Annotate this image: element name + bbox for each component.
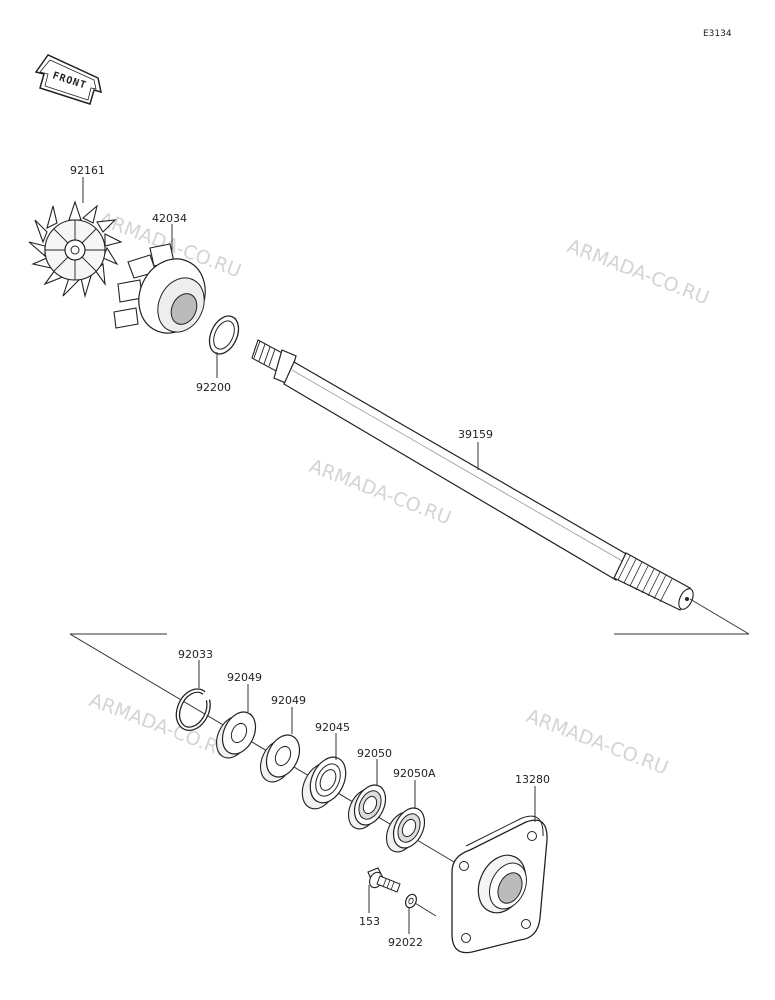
bearing-plate-icon [451,815,548,954]
front-arrow-icon: FRONT [34,54,102,105]
diagram-code: E3134 [703,29,732,39]
part-label-92033: 92033 [178,648,213,661]
watermark-5: ARMADA-CO.RU [523,705,671,779]
shim-ring-icon [208,315,240,355]
oil-seal-icon [215,711,257,759]
part-label-42034: 42034 [152,212,187,225]
oil-seal-icon [347,784,387,830]
circlip-icon [175,688,211,731]
part-label-92200: 92200 [196,381,231,394]
drive-shaft-icon [251,339,694,611]
part-label-92049-a: 92049 [227,671,262,684]
bolt-icon [367,867,401,893]
part-label-39159: 39159 [458,428,493,441]
part-label-153: 153 [359,915,380,928]
part-label-92161: 92161 [70,164,105,177]
oil-seal-icon [385,807,426,853]
part-label-92022: 92022 [388,936,423,949]
watermark-2: ARMADA-CO.RU [564,235,712,309]
part-label-13280: 13280 [515,773,550,786]
axis-line-shaft [689,598,750,635]
part-label-92050A: 92050A [393,767,436,780]
impeller-fan-icon [28,200,123,299]
impeller-hub-icon [113,243,206,334]
oil-seal-icon [259,734,301,783]
part-label-92045: 92045 [315,721,350,734]
washer-icon [404,893,418,909]
ball-bearing-icon [301,756,347,810]
watermark-4: ARMADA-CO.RU [86,689,234,763]
part-label-92049-b: 92049 [271,694,306,707]
part-label-92050: 92050 [357,747,392,760]
